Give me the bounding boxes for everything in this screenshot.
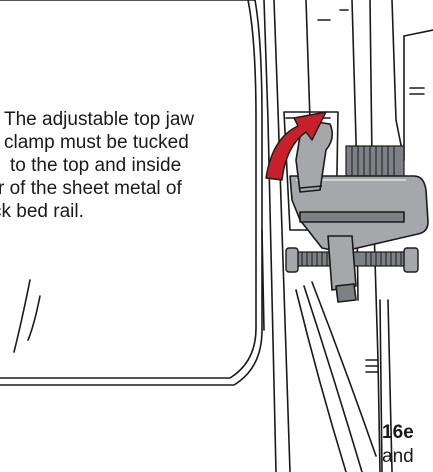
note-line: ck bed rail. <box>0 201 84 222</box>
threaded-rod <box>285 247 419 273</box>
note-line: r of the sheet metal of <box>0 178 182 199</box>
bed-rail-outline <box>0 0 265 386</box>
note-line: The adjustable top jaw <box>4 109 195 130</box>
note-line: clamp must be tucked <box>4 132 189 153</box>
instruction-note: The adjustable top jaw clamp must be tuc… <box>0 108 246 258</box>
step-caption: and <box>382 446 414 467</box>
c-clamp-icon <box>289 121 429 303</box>
note-line: to the top and inside <box>10 155 182 176</box>
curved-arrow-icon <box>265 111 327 181</box>
step-number: 16e <box>382 422 414 443</box>
